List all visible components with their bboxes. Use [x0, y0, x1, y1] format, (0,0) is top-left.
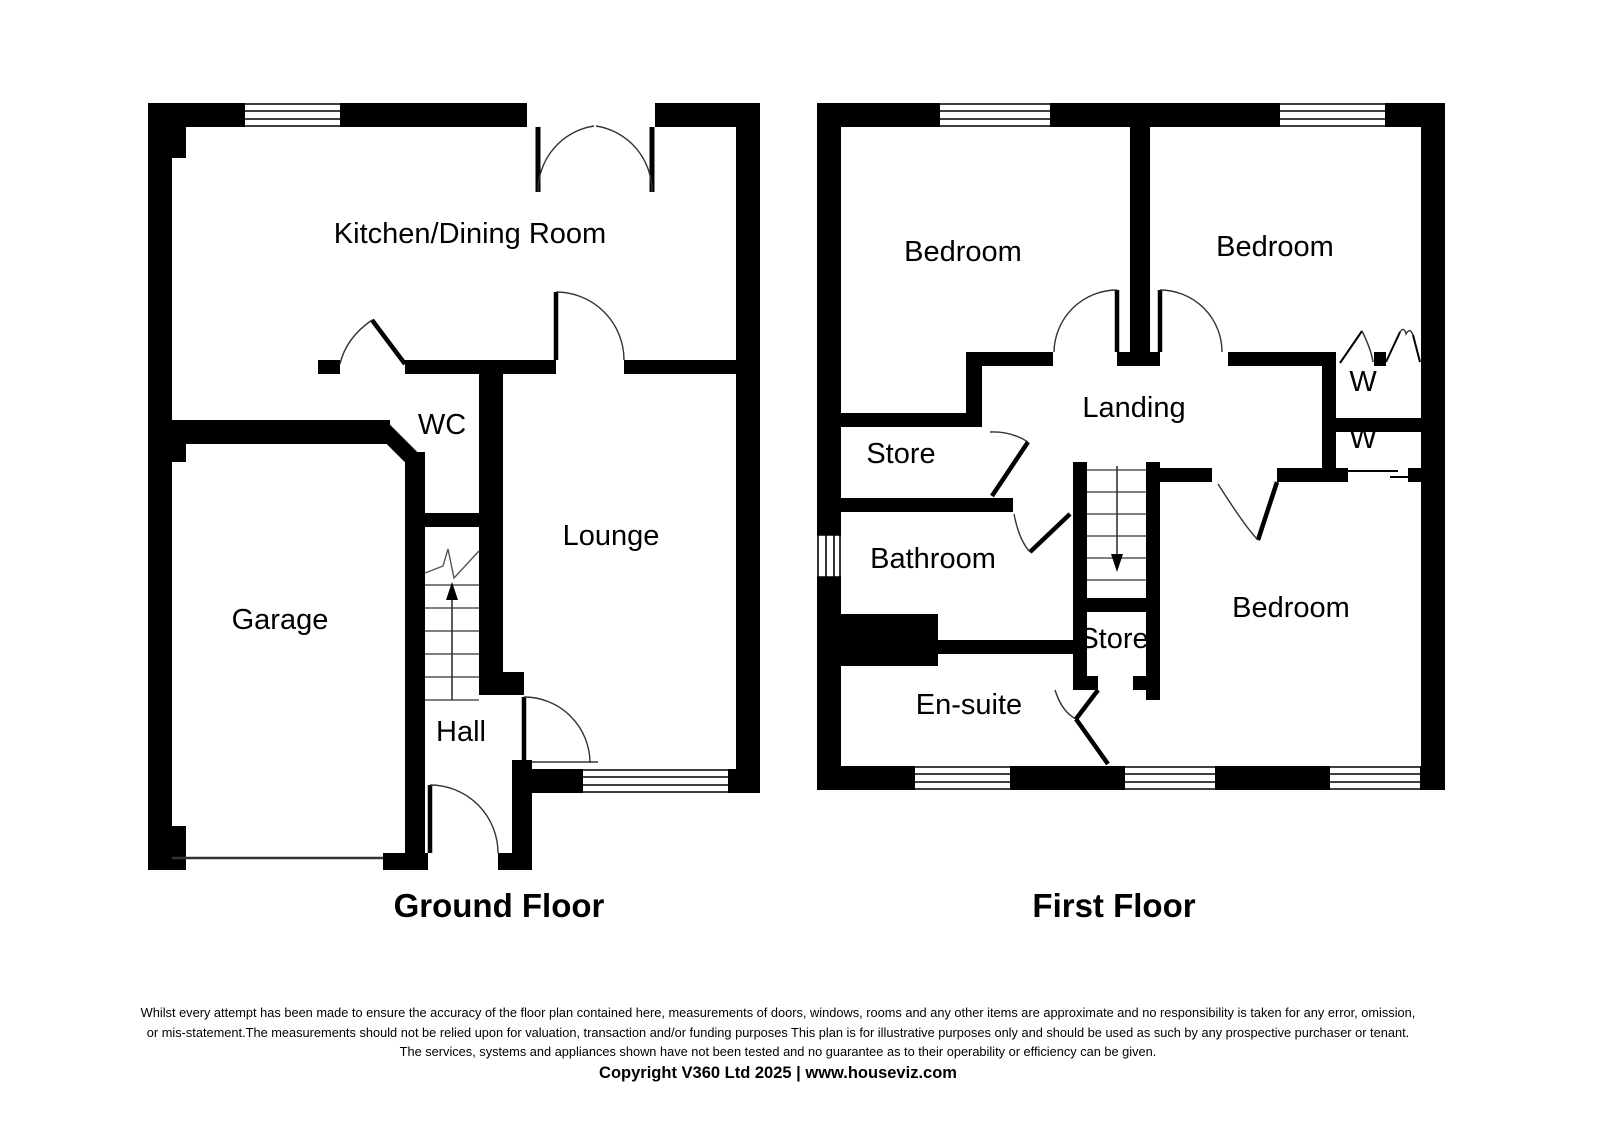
- room-label-store1: Store: [866, 438, 935, 470]
- room-label-bedroom1: Bedroom: [904, 236, 1022, 268]
- lounge-kitchen-door: [553, 291, 625, 361]
- disclaimer-line-2: or mis-statement.The measurements should…: [147, 1025, 1409, 1040]
- room-label-bathroom: Bathroom: [870, 543, 996, 575]
- room-label-hall: Hall: [436, 716, 486, 748]
- room-label-garage: Garage: [232, 604, 329, 636]
- bedroom2-door: [1157, 289, 1223, 353]
- room-label-landing: Landing: [1082, 392, 1185, 424]
- room-label-store2: Store: [1079, 623, 1148, 655]
- store2-door: [1054, 688, 1100, 721]
- bathroom-door: [1013, 512, 1072, 554]
- room-label-lounge: Lounge: [563, 520, 660, 552]
- copyright-line: Copyright V360 Ltd 2025 | www.houseviz.c…: [599, 1064, 957, 1082]
- footer: Whilst every attempt has been made to en…: [141, 1005, 1416, 1082]
- bedroom3-door: [1217, 481, 1280, 541]
- stair-break-line: [424, 548, 480, 580]
- ground-floor-title: Ground Floor: [394, 887, 605, 924]
- bathroom-window: [817, 534, 841, 578]
- disclaimer-line-3: The services, systems and appliances sho…: [400, 1044, 1157, 1059]
- ensuite-window: [915, 766, 1010, 790]
- french-doors: [535, 125, 655, 193]
- staircase-down: [1087, 466, 1146, 581]
- disclaimer-line-1: Whilst every attempt has been made to en…: [141, 1005, 1416, 1020]
- ground-floor-plan: Kitchen/Dining Room WC Lounge Garage Hal…: [148, 103, 760, 924]
- kitchen-window: [245, 103, 340, 127]
- room-label-bedroom2: Bedroom: [1216, 231, 1334, 263]
- bedroom2-window: [1280, 103, 1385, 127]
- room-label-kitchen: Kitchen/Dining Room: [334, 218, 606, 250]
- wardrobe1-folding-doors: [1339, 328, 1421, 364]
- ground-floor-walls: [148, 103, 760, 870]
- ensuite-door: [1074, 717, 1110, 766]
- room-label-bedroom3: Bedroom: [1232, 592, 1350, 624]
- room-label-wardrobe1: W: [1349, 366, 1377, 398]
- bedroom1-window: [940, 103, 1050, 127]
- room-label-ensuite: En-suite: [916, 689, 1022, 721]
- bedroom1-door: [1053, 289, 1120, 353]
- room-label-wardrobe2: W: [1349, 423, 1377, 455]
- wc-chamfer-wall: [376, 422, 420, 466]
- lounge-hall-door: [521, 696, 598, 764]
- front-door: [427, 784, 499, 854]
- wc-door: [339, 318, 407, 366]
- room-label-wc: WC: [418, 409, 466, 441]
- stair-down-arrow: [1111, 554, 1123, 572]
- first-floor-plan: Bedroom Bedroom Landing Store Bathroom S…: [817, 103, 1445, 924]
- bedroom3-window-left: [1125, 766, 1215, 790]
- store1-door: [989, 431, 1030, 498]
- wardrobe2-sliding-door: [1348, 470, 1419, 478]
- first-floor-title: First Floor: [1032, 887, 1195, 924]
- stair-up-arrow: [446, 582, 458, 600]
- staircase-up: [424, 548, 480, 701]
- bedroom3-window-right: [1330, 766, 1420, 790]
- first-floor-walls: [817, 103, 1445, 790]
- lounge-window: [583, 769, 728, 793]
